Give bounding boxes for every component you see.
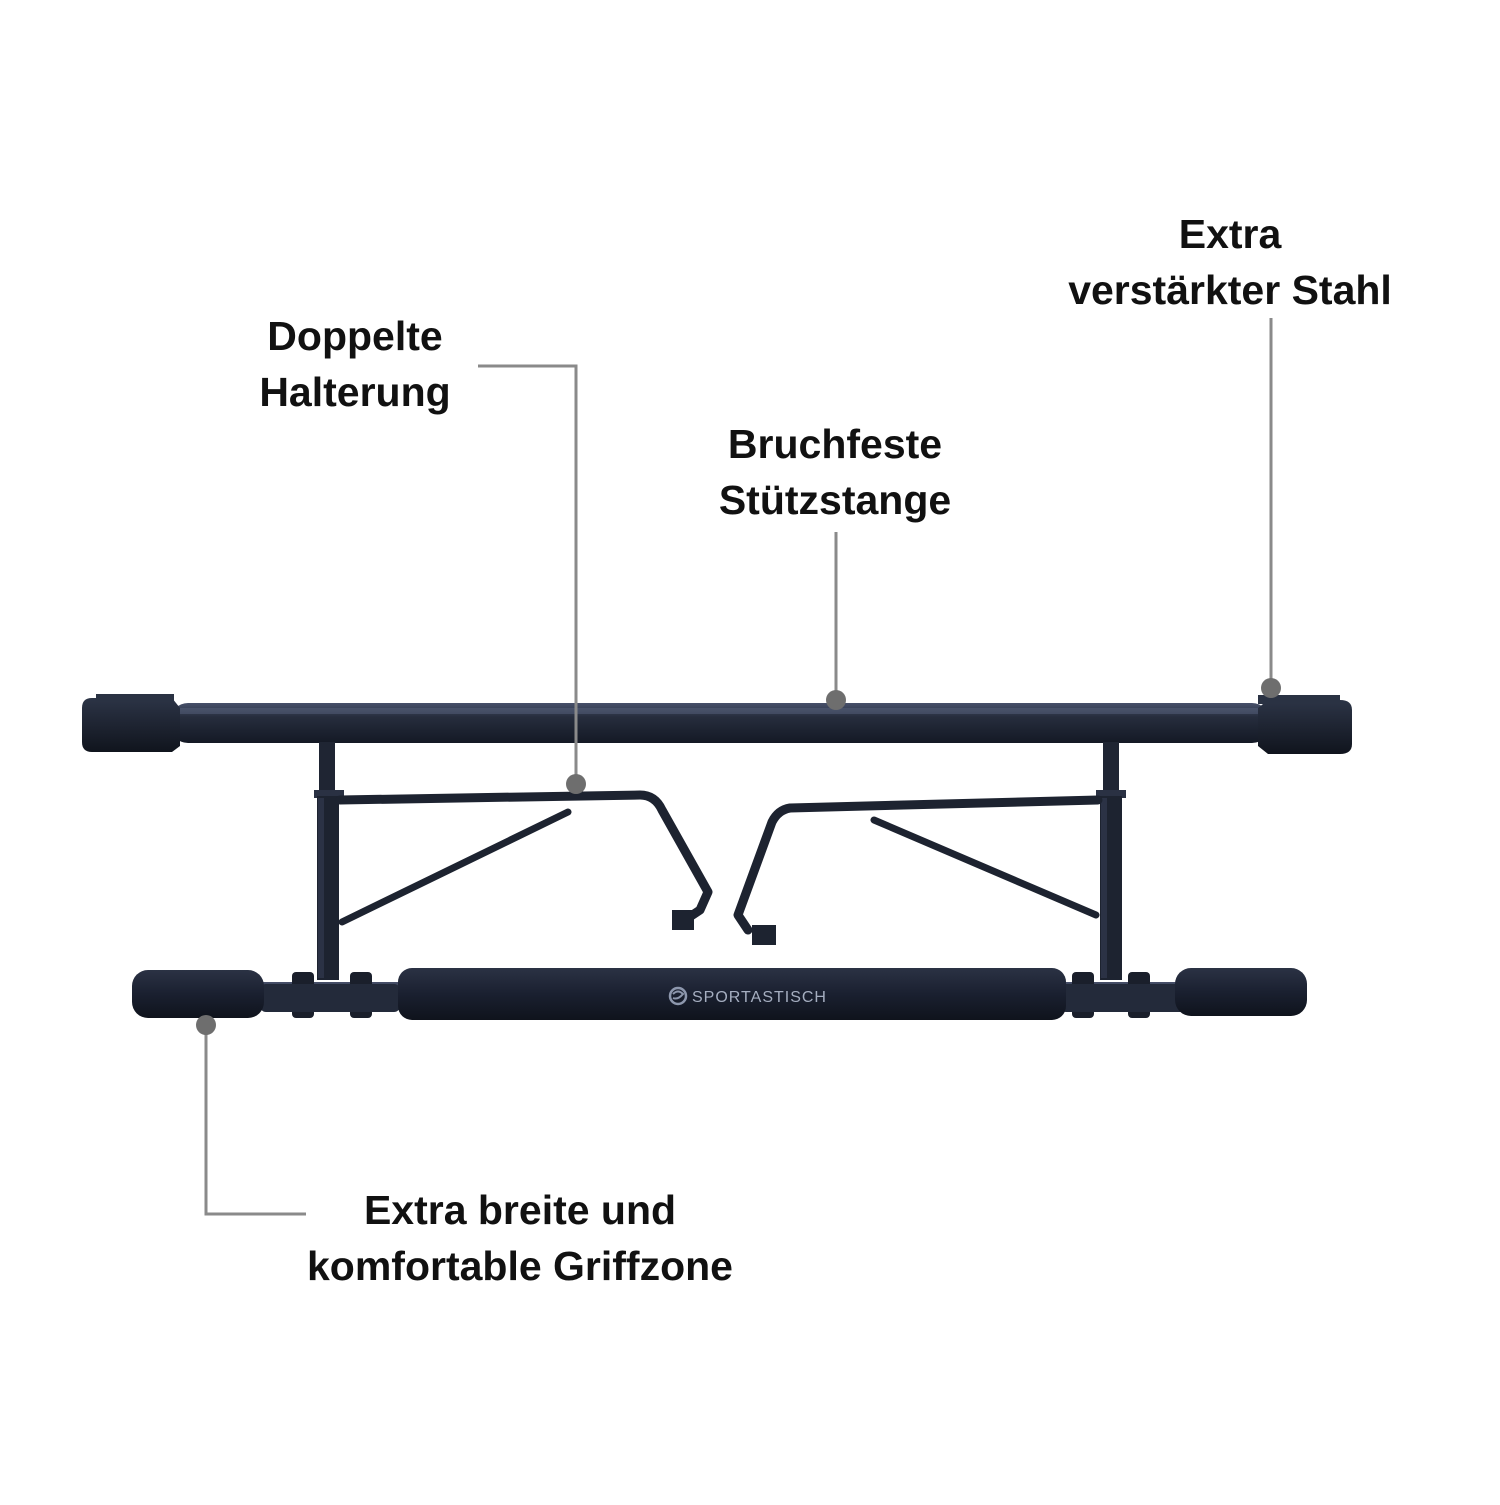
leader-dot-halterung xyxy=(566,774,586,794)
right-post xyxy=(1096,742,1126,980)
left-door-bracket xyxy=(335,790,713,930)
callout-line: Bruchfeste xyxy=(727,421,943,467)
callout-doppelte-halterung: Doppelte Halterung xyxy=(220,308,490,420)
left-post xyxy=(314,742,344,980)
callout-griffzone: Extra breite und komfortable Griffzone xyxy=(250,1182,790,1294)
left-foam-grip xyxy=(132,970,264,1018)
callout-line: Stützstange xyxy=(718,477,952,523)
top-support-bar xyxy=(170,703,1270,743)
right-door-bracket xyxy=(733,795,1103,945)
callout-line: Halterung xyxy=(259,369,451,415)
leader-line-griff xyxy=(204,1028,306,1216)
callout-bruchfeste-stuetzstange: Bruchfeste Stützstange xyxy=(680,416,990,528)
callout-line: Doppelte xyxy=(267,313,443,359)
callout-line: komfortable Griffzone xyxy=(307,1243,733,1289)
leader-line-halterung xyxy=(478,364,578,778)
callout-line: Extra breite und xyxy=(363,1187,677,1233)
brand-logo-text: SPORTASTISCH xyxy=(692,989,827,1006)
leader-dot-stange xyxy=(826,690,846,710)
brand-logo: SPORTASTISCH xyxy=(668,986,827,1006)
leader-dot-stahl xyxy=(1261,678,1281,698)
leader-dots xyxy=(196,678,1281,1035)
leader-lines xyxy=(204,318,1273,1216)
right-end-cap xyxy=(1258,695,1352,754)
leader-dot-griff xyxy=(196,1015,216,1035)
right-foam-grip xyxy=(1175,968,1307,1016)
callout-verstaerkter-stahl: Extra verstärkter Stahl xyxy=(1030,206,1430,318)
callout-line: Extra xyxy=(1178,211,1282,257)
callout-line: verstärkter Stahl xyxy=(1068,267,1392,313)
left-end-cap xyxy=(82,694,180,752)
center-foam-grip xyxy=(398,968,1066,1020)
